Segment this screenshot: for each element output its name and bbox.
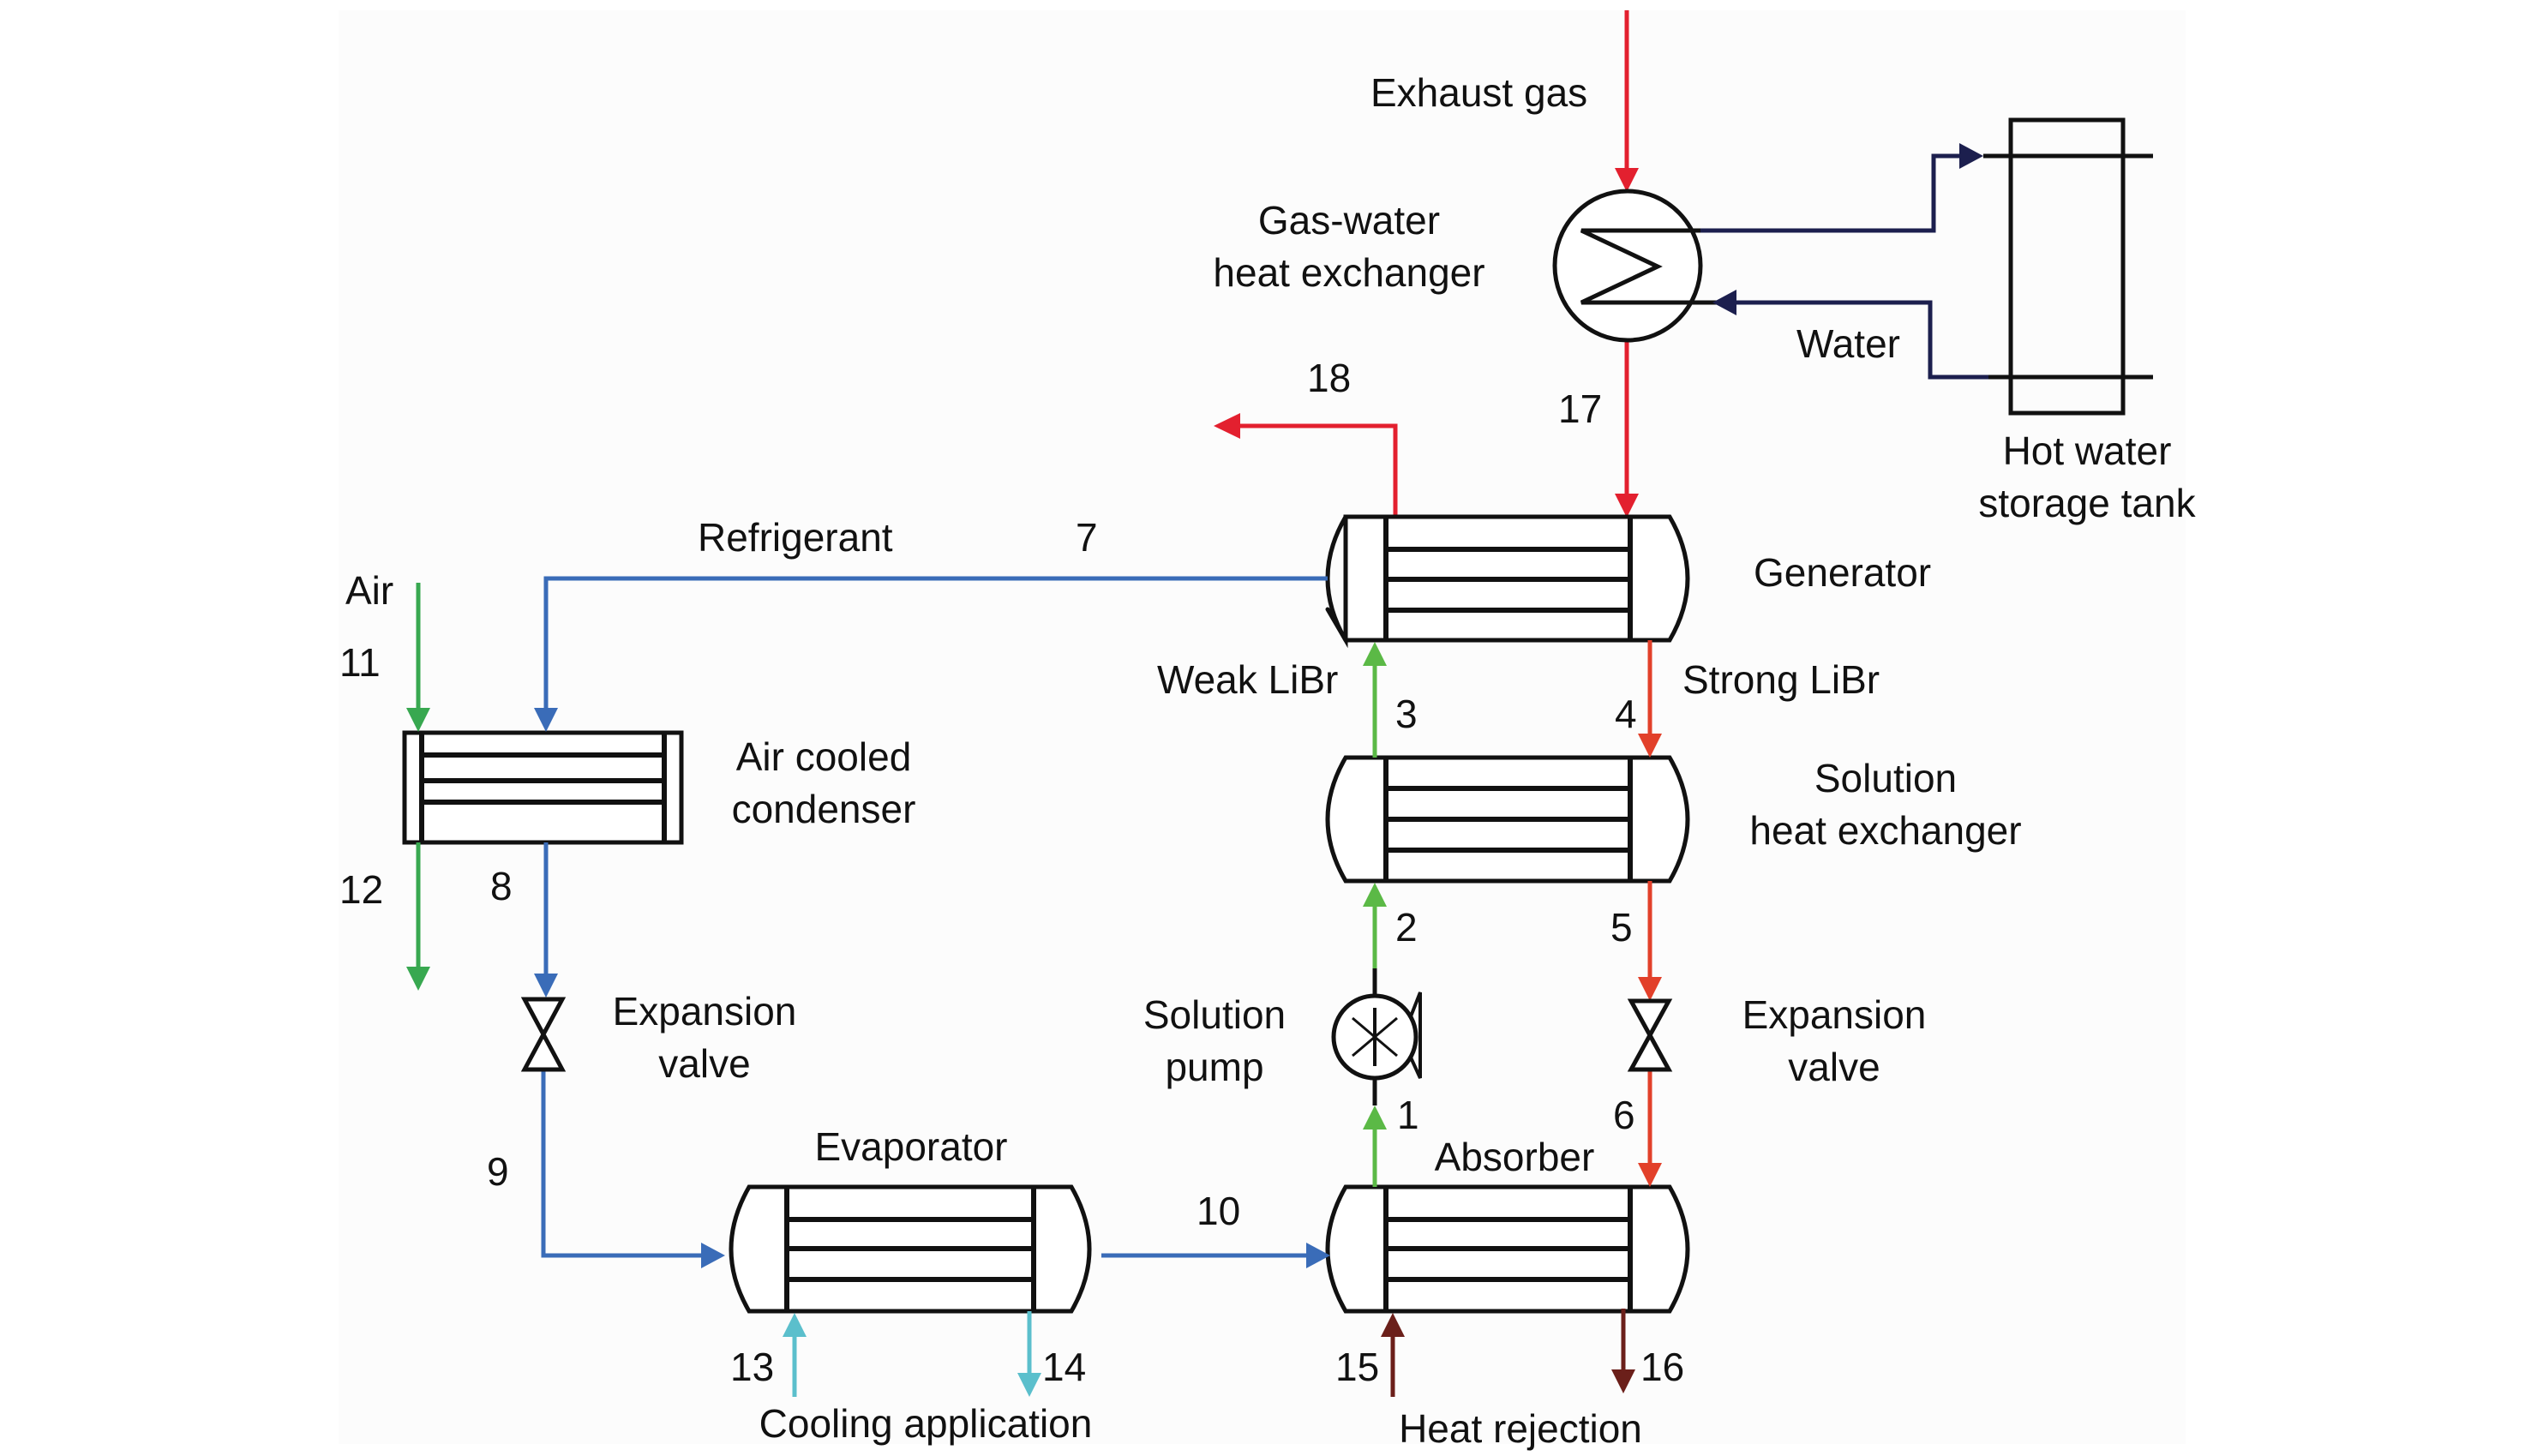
water-return-arrow	[1712, 290, 1736, 315]
stream-18-arrow	[1214, 413, 1240, 439]
generator-shell-left	[1325, 515, 1348, 642]
state-point-9: 9	[487, 1149, 509, 1194]
stream-6-arrow	[1638, 1163, 1662, 1187]
state-point-1: 1	[1397, 1093, 1419, 1137]
stream-8-arrow	[534, 974, 558, 998]
state-point-17: 17	[1558, 386, 1602, 431]
stream-9-line	[541, 1070, 701, 1258]
hot-water-tank-label-1: Hot water	[2003, 428, 2172, 473]
exhaust-gas-label: Exhaust gas	[1370, 70, 1587, 115]
state-point-14: 14	[1042, 1345, 1086, 1389]
air-label: Air	[345, 568, 393, 613]
heat-rejection-label: Heat rejection	[1399, 1406, 1642, 1451]
weak-libr-label: Weak LiBr	[1157, 657, 1338, 702]
gas-water-hx-shell	[1552, 189, 1703, 343]
strong-libr-label: Strong LiBr	[1682, 657, 1880, 702]
stream-12-arrow	[406, 967, 430, 991]
exhaust-inlet-arrow	[1615, 168, 1639, 192]
exhaust-gas-stream	[1214, 10, 1639, 518]
state-point-12: 12	[339, 867, 383, 912]
state-point-8: 8	[490, 864, 513, 908]
hot-water-storage-tank[interactable]	[2008, 117, 2126, 416]
cooling-application-label: Cooling application	[759, 1401, 1093, 1446]
state-point-11: 11	[339, 640, 381, 685]
solution-pump-label-1: Solution	[1143, 992, 1286, 1037]
state-point-15: 15	[1335, 1345, 1379, 1389]
solution-hx-label-1: Solution	[1814, 756, 1957, 800]
hot-water-tank-label-2: storage tank	[1978, 481, 2196, 525]
evaporator[interactable]	[729, 1184, 1092, 1314]
stream-2-arrow	[1363, 883, 1387, 907]
generator[interactable]	[1325, 514, 1690, 649]
refrigerant-stream	[534, 576, 1330, 1268]
stream-10-arrow	[1306, 1243, 1330, 1268]
gas-water-hx-label-1: Gas-water	[1258, 198, 1440, 243]
state-point-13: 13	[730, 1345, 774, 1389]
stream-7-arrow	[534, 708, 558, 732]
state-point-10: 10	[1197, 1189, 1240, 1233]
refrigerant-expansion-valve[interactable]	[520, 997, 567, 1072]
pump-discharge-icon	[1409, 992, 1422, 1079]
absorber[interactable]	[1325, 1184, 1690, 1314]
cooling-application-stream	[783, 1311, 1041, 1397]
state-point-3: 3	[1395, 692, 1418, 736]
stream-16-arrow	[1611, 1369, 1635, 1393]
stream-15-arrow	[1381, 1313, 1405, 1337]
stream-18-line	[1239, 423, 1398, 518]
condenser-label-2: condenser	[732, 787, 916, 831]
gas-water-hx-label-2: heat exchanger	[1213, 250, 1484, 295]
hot-water-supply-line	[1700, 153, 1971, 233]
expansion-valve-right-label-2: valve	[1788, 1045, 1880, 1089]
solution-hx-label-2: heat exchanger	[1749, 808, 2021, 853]
water-label: Water	[1796, 321, 1900, 366]
state-point-16: 16	[1640, 1345, 1684, 1389]
solution-pump-label-2: pump	[1165, 1045, 1263, 1089]
state-point-5: 5	[1610, 905, 1633, 950]
valve-icon	[520, 997, 567, 1072]
water-return-line	[1731, 300, 2011, 380]
state-point-6: 6	[1613, 1093, 1635, 1137]
stream-1-arrow	[1363, 1105, 1387, 1129]
stream-17-arrow	[1615, 494, 1639, 518]
stream-9-arrow	[701, 1243, 725, 1268]
stream-14-arrow	[1017, 1373, 1041, 1397]
state-point-18: 18	[1307, 356, 1351, 400]
condenser-shell	[402, 730, 684, 845]
solution-heat-exchanger[interactable]	[1325, 755, 1690, 884]
air-stream	[406, 583, 430, 991]
hot-water-supply-arrow	[1959, 143, 1983, 169]
pump-impeller-icon	[1352, 1016, 1398, 1058]
stream-13-arrow	[783, 1313, 807, 1337]
stream-11-arrow	[406, 708, 430, 732]
figure-panel	[339, 10, 2186, 1444]
generator-label: Generator	[1754, 550, 1931, 595]
solution-expansion-valve[interactable]	[1627, 998, 1673, 1072]
valve-icon	[1627, 998, 1673, 1072]
expansion-valve-left-label-2: valve	[658, 1041, 750, 1086]
heat-coil-icon	[1580, 228, 1723, 305]
stream-3-arrow	[1363, 642, 1387, 666]
state-point-7: 7	[1076, 515, 1098, 560]
stream-4-arrow	[1638, 734, 1662, 758]
state-point-4: 4	[1615, 692, 1637, 736]
evaporator-label: Evaporator	[814, 1124, 1007, 1169]
refrigerant-label: Refrigerant	[698, 515, 893, 560]
heat-rejection-stream	[1381, 1309, 1635, 1397]
state-point-2: 2	[1395, 905, 1418, 950]
condenser-label-1: Air cooled	[736, 734, 912, 779]
stream-7-line	[543, 576, 1328, 708]
air-cooled-condenser[interactable]	[402, 730, 684, 845]
gas-water-heat-exchanger[interactable]	[1552, 189, 1723, 343]
expansion-valve-left-label-1: Expansion	[613, 989, 797, 1034]
strong-solution-stream	[1638, 640, 1662, 1187]
solution-pump[interactable]	[1331, 992, 1422, 1081]
stream-5-arrow	[1638, 977, 1662, 1001]
expansion-valve-right-label-1: Expansion	[1742, 992, 1927, 1037]
absorber-label: Absorber	[1435, 1135, 1595, 1179]
hot-water-loop	[1700, 143, 2153, 380]
